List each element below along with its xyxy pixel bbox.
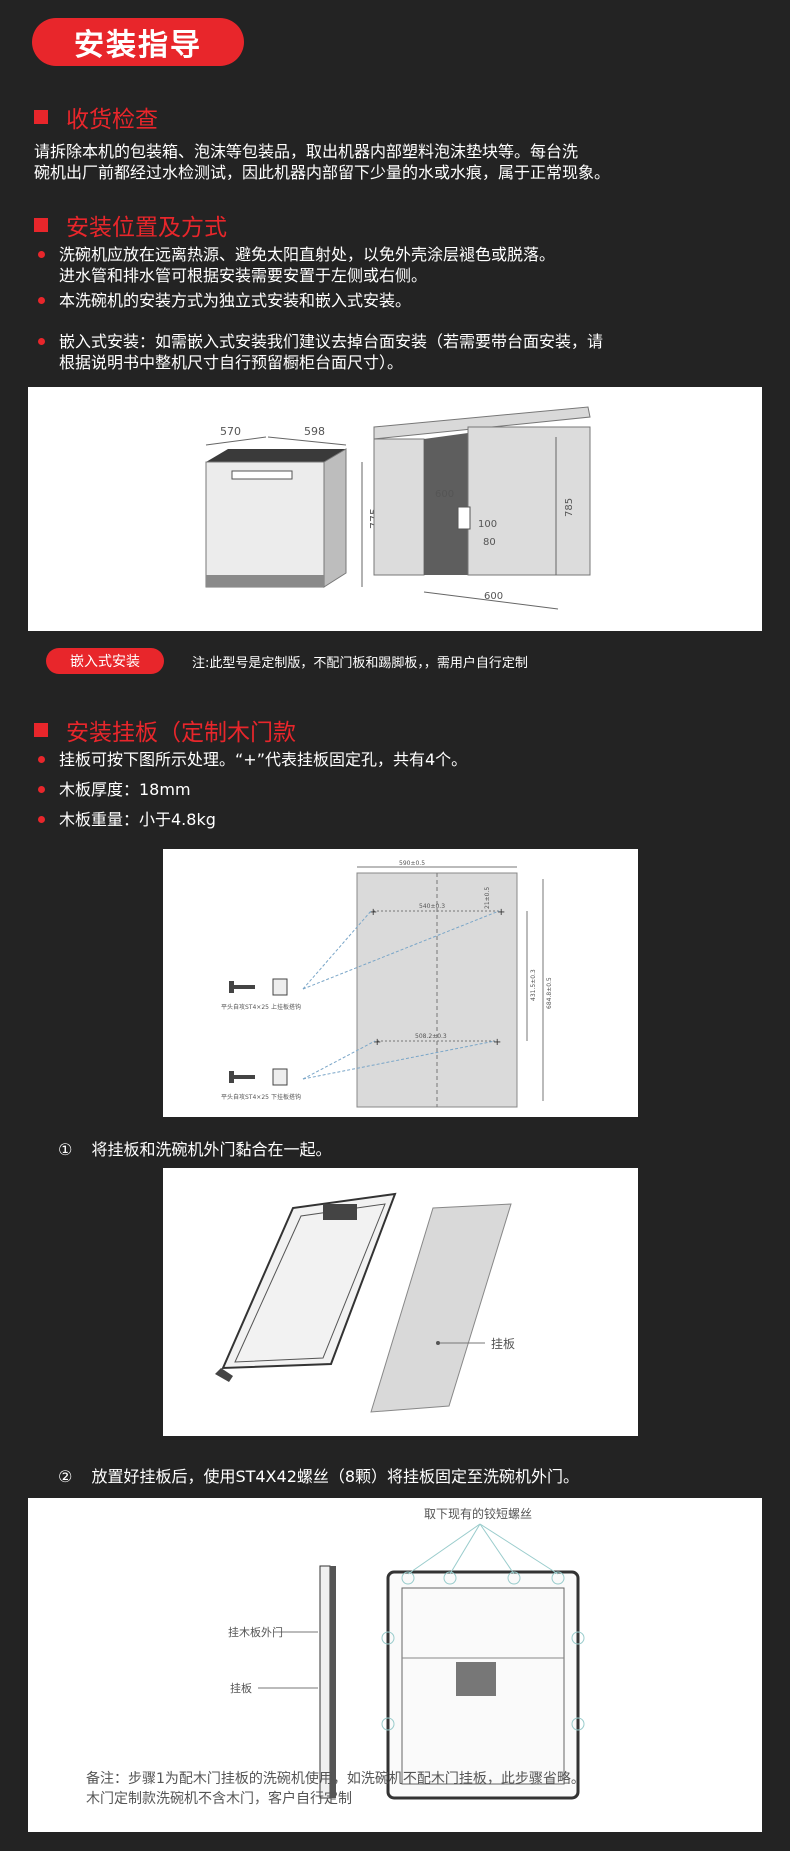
bracket-label-bottom: 下挂板搭钩 <box>271 1093 301 1101</box>
section-title-location: 安装位置及方式 <box>66 215 227 241</box>
dim-depth-label: 598 <box>304 425 325 438</box>
screw-icon <box>507 1571 521 1585</box>
fix-hole-icon: + <box>497 907 505 918</box>
section-heading-panel: 安装挂板（定制木门款 <box>34 713 296 747</box>
bullet-dot-icon <box>38 816 45 823</box>
location-bullet-2: 本洗碗机的安装方式为独立式安装和嵌入式安装。 <box>34 290 411 311</box>
dim-top-label: 590±0.5 <box>399 860 425 867</box>
dim-width-label: 570 <box>220 425 241 438</box>
receipt-text-1: 请拆除本机的包装箱、泡沫等包装品，取出机器内部塑料泡沫垫块等。每台洗 <box>34 142 579 161</box>
screw-icon <box>381 1631 395 1645</box>
figure-panel-holes: 590±0.5 540±0.3 508.2±0.3 21±0.5 431.5±0… <box>163 849 638 1117</box>
step-2-text: 放置好挂板后，使用ST4X42螺丝（8颗）将挂板固定至洗碗机外门。 <box>91 1467 580 1486</box>
location-bullet-3: 嵌入式安装：如需嵌入式安装我们建议去掉台面安装（若需要带台面安装，请 <box>34 331 603 352</box>
embed-note: 注:此型号是定制版，不配门板和踢脚板，，需用户自行定制 <box>192 656 528 671</box>
step-1-text: 将挂板和洗碗机外门黏合在一起。 <box>91 1140 332 1159</box>
cabinet-drawing <box>373 406 591 576</box>
bullet-dot-icon <box>38 297 45 304</box>
hang-panel-label: 挂板 <box>230 1681 252 1695</box>
section-heading-receipt: 收货检查 <box>34 100 158 134</box>
fix-hole-icon: + <box>493 1037 501 1048</box>
panel-holes-diagram: 590±0.5 540±0.3 508.2±0.3 21±0.5 431.5±0… <box>221 860 553 1108</box>
section-heading-location: 安装位置及方式 <box>34 208 227 242</box>
panel-bullet-3: 木板重量：小于4.8kg <box>34 809 216 830</box>
cab-dim-80-label: 80 <box>483 537 496 548</box>
section-marker-icon <box>34 218 48 232</box>
panel-bullet-3-text: 木板重量：小于4.8kg <box>59 810 216 829</box>
figure-panel-attach: 挂板 <box>163 1168 638 1436</box>
location-bullet-1: 洗碗机应放在远离热源、避免太阳直射处，以免外壳涂层褪色或脱落。 <box>34 244 555 265</box>
figure-dimensions-panel: 570 598 775 600 100 80 785 600 <box>28 387 762 631</box>
page-title: 安装指导 <box>32 18 244 66</box>
location-bullet-3-text: 嵌入式安装：如需嵌入式安装我们建议去掉台面安装（若需要带台面安装，请 <box>59 332 604 351</box>
panel-bullet-2: 木板厚度：18mm <box>34 779 191 800</box>
screw-icon <box>571 1631 585 1645</box>
remark-line-2: 木门定制款洗碗机不含木门，客户自行定制 <box>86 1790 352 1807</box>
screw-label-top: 平头自攻ST4×25 <box>221 1003 269 1011</box>
section-marker-icon <box>34 723 48 737</box>
screw-icon <box>229 1071 255 1083</box>
dim-lower-label: 508.2±0.3 <box>415 1033 447 1040</box>
screw-icon <box>571 1717 585 1731</box>
step-2: ② 放置好挂板后，使用ST4X42螺丝（8颗）将挂板固定至洗碗机外门。 <box>58 1463 579 1487</box>
embed-install-tag: 嵌入式安装 <box>46 648 164 674</box>
bracket-icon <box>272 978 288 996</box>
location-bullet-3-cont: 根据说明书中整机尺寸自行预留橱柜台面尺寸）。 <box>59 353 404 372</box>
dim-side-small-label: 21±0.5 <box>484 887 491 909</box>
panel-label: 挂板 <box>491 1337 515 1351</box>
screw-label-bottom: 平头自攻ST4×25 <box>221 1093 269 1101</box>
wood-panel-drawing <box>370 1203 512 1413</box>
screw-icon <box>551 1571 565 1585</box>
cab-width-left-label: 600 <box>435 489 454 500</box>
step-1-number: ① <box>58 1140 73 1159</box>
panel-bullet-1: 挂板可按下图所示处理。“+”代表挂板固定孔，共有4个。 <box>34 749 467 770</box>
dishwasher-drawing <box>205 448 347 588</box>
location-bullet-2-text: 本洗碗机的安装方式为独立式安装和嵌入式安装。 <box>59 291 412 310</box>
fix-hole-icon: + <box>373 1037 381 1048</box>
figure-panel-screws: 取下现有的铰短螺丝 挂木板外门 挂板 <box>28 1498 762 1832</box>
step-1: ① 将挂板和洗碗机外门黏合在一起。 <box>58 1136 331 1160</box>
cab-width-bottom-label: 600 <box>484 591 503 602</box>
door-front-view <box>386 1570 580 1800</box>
location-bullet-1-text: 洗碗机应放在远离热源、避免太阳直射处，以免外壳涂层褪色或脱落。 <box>59 245 556 264</box>
section-title-panel: 安装挂板（定制木门款 <box>66 720 296 746</box>
bracket-icon <box>272 1068 288 1086</box>
attach-panel-diagram: 挂板 <box>215 1192 515 1413</box>
fix-hole-icon: + <box>369 907 377 918</box>
dishwasher-dimension-diagram: 570 598 775 600 100 80 785 600 <box>205 406 591 610</box>
bullet-dot-icon <box>38 338 45 345</box>
remove-screws-label: 取下现有的铰短螺丝 <box>424 1506 532 1521</box>
door-label: 挂木板外门 <box>228 1625 283 1639</box>
cab-height-label: 785 <box>564 498 575 517</box>
section-marker-icon <box>34 110 48 124</box>
bullet-dot-icon <box>38 756 45 763</box>
screw-fix-diagram: 取下现有的铰短螺丝 挂木板外门 挂板 <box>86 1506 585 1807</box>
panel-bullet-1-text: 挂板可按下图所示处理。“+”代表挂板固定孔，共有4个。 <box>59 750 468 769</box>
screw-icon <box>381 1717 395 1731</box>
dim-side-full-label: 684.8±0.5 <box>546 977 553 1009</box>
screw-icon <box>401 1571 415 1585</box>
step-2-number: ② <box>58 1467 73 1486</box>
bracket-label-top: 上挂板搭钩 <box>271 1003 301 1011</box>
door-side-view <box>319 1565 336 1799</box>
location-bullet-1-cont: 进水管和排水管可根据安装需要安置于左侧或右侧。 <box>59 266 428 285</box>
receipt-text-2: 碗机出厂前都经过水检测试，因此机器内部留下少量的水或水痕，属于正常现象。 <box>34 163 611 182</box>
remark-line-1: 备注：步骤1为配木门挂板的洗碗机使用，如洗碗机不配木门挂板，此步骤省略。 <box>86 1770 585 1787</box>
screw-icon <box>443 1571 457 1585</box>
panel-bullet-2-text: 木板厚度：18mm <box>59 780 191 799</box>
cab-dim-100-label: 100 <box>478 519 497 530</box>
door-drawing <box>215 1192 397 1382</box>
dim-side-mid-label: 431.5±0.3 <box>530 969 537 1001</box>
section-title-receipt: 收货检查 <box>66 107 158 133</box>
dim-upper-label: 540±0.3 <box>419 903 445 910</box>
bullet-dot-icon <box>38 251 45 258</box>
screw-icon <box>229 981 255 993</box>
bullet-dot-icon <box>38 786 45 793</box>
